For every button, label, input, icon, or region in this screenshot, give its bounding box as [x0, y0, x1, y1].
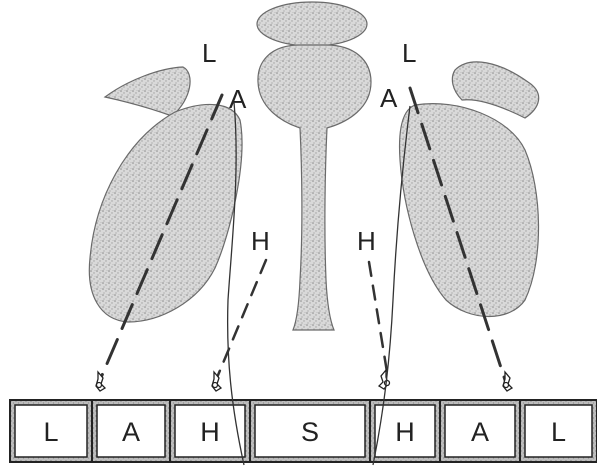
cell-h-3: H	[170, 400, 250, 462]
cell-l-1: L	[10, 400, 92, 462]
cell-l-7: L	[520, 400, 597, 462]
midline-structure	[257, 2, 371, 330]
cell-a-6: A	[440, 400, 520, 462]
right-body	[400, 104, 539, 317]
cell-label: H	[200, 417, 220, 447]
right-a-label: A	[380, 83, 398, 113]
cell-a-2: A	[92, 400, 170, 462]
cerebellum-top	[257, 2, 367, 46]
left-h-projection	[216, 260, 266, 380]
left-h-label: H	[251, 226, 270, 256]
neuron-icon	[379, 370, 390, 389]
right-h-projection	[369, 262, 387, 372]
cell-label: A	[471, 417, 489, 447]
right-top-l-label: L	[402, 38, 416, 68]
cell-label: L	[551, 417, 566, 447]
cell-label: H	[395, 417, 415, 447]
cell-label: A	[122, 417, 140, 447]
cell-label: L	[43, 417, 58, 447]
left-body	[89, 104, 242, 322]
right-hemisphere	[400, 62, 539, 317]
left-a-label: A	[229, 84, 247, 114]
cell-s-4: S	[250, 400, 370, 462]
neuron-icon	[503, 372, 512, 391]
left-top-l-label: L	[202, 38, 216, 68]
brainstem	[258, 45, 371, 330]
neuron-icon	[212, 372, 221, 391]
neuron-symbols	[96, 370, 512, 391]
cell-h-5: H	[370, 400, 440, 462]
right-h-label: H	[357, 226, 376, 256]
left-cap	[105, 67, 190, 116]
cell-label: S	[301, 417, 319, 447]
